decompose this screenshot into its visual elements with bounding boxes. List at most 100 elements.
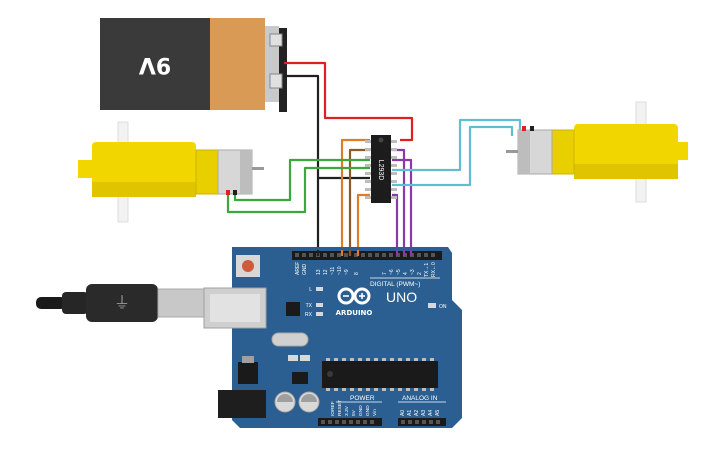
usb-plug-body [86, 284, 158, 322]
battery-terminal-plate [279, 28, 287, 112]
ic-body [371, 135, 391, 203]
led-tx [316, 303, 323, 307]
wire-battery-negative[interactable] [284, 74, 370, 180]
right-motor-can-band [518, 130, 530, 174]
pin-label: GND [302, 264, 308, 276]
wire-left-motor-a[interactable] [233, 158, 370, 202]
wire-right-motor-b[interactable] [392, 125, 514, 187]
left-motor-terminal-b [233, 190, 237, 195]
power-header [318, 418, 382, 426]
pin-label: RX←0 [431, 262, 437, 277]
right-gear-motor[interactable] [506, 101, 688, 203]
ic-pins-right [389, 140, 397, 199]
right-motor-gearbox-shade [574, 164, 678, 179]
wire-pin5[interactable] [392, 193, 399, 255]
wire-pin11[interactable] [340, 138, 370, 255]
pin-label: Vin [372, 409, 378, 416]
usb-b-socket-inner [210, 294, 260, 322]
pin-label: 2 [417, 272, 423, 275]
crystal-oscillator [271, 332, 309, 347]
left-gear-motor[interactable] [78, 121, 264, 223]
right-motor-housing [551, 129, 575, 175]
pin-label: RESET [337, 400, 343, 416]
battery-label: 9V [139, 52, 171, 77]
pin-label: ~6 [389, 269, 395, 275]
l293d-chip[interactable]: L293D [365, 135, 397, 203]
pin-label: A1 [407, 410, 413, 416]
right-motor-terminal-b [530, 126, 534, 131]
wire-right-motor-a[interactable] [392, 118, 522, 172]
left-motor-housing [195, 149, 219, 195]
ic-pins-left [365, 140, 373, 199]
arduino-logo [337, 287, 371, 305]
pin-label: 5V [351, 409, 357, 416]
pin-label: TX→1 [424, 263, 430, 277]
wire-pin9[interactable] [356, 193, 370, 255]
led-on [428, 303, 436, 308]
led-l [316, 287, 323, 291]
left-motor-terminal-a [226, 190, 230, 195]
battery-label-panel [210, 18, 265, 110]
usb-cable-cord [36, 297, 66, 309]
pin-label: ~3 [410, 269, 416, 275]
voltage-regulator-tab [242, 356, 254, 363]
battery-body [100, 18, 210, 110]
wire-left-motor-b[interactable] [226, 166, 370, 214]
pin-label: 4 [403, 272, 409, 275]
ic-label: L293D [377, 160, 384, 181]
pin-label: ~10 [337, 266, 343, 275]
pin-label: ~9 [344, 269, 350, 275]
led-on-label: ON [439, 304, 447, 310]
ic-notch [378, 137, 384, 143]
voltage-regulator [238, 362, 258, 384]
digital-label: DIGITAL (PWM~) [370, 281, 420, 288]
right-motor-terminal-a [522, 126, 526, 131]
pin-label: 8 [354, 272, 360, 275]
usb-interface-chip [286, 302, 300, 316]
smd-component [300, 355, 310, 361]
pin-label: A3 [421, 410, 427, 416]
led-l-label: L [309, 287, 312, 293]
led-rx [316, 312, 323, 316]
left-motor-shaft-end [78, 160, 94, 178]
usb-cable[interactable]: ⏚ [36, 284, 209, 322]
wire-pin10[interactable] [348, 148, 370, 255]
battery-9v[interactable]: 9V [100, 18, 287, 112]
pin-label: 12 [323, 269, 329, 275]
led-tx-label: TX [306, 303, 313, 309]
pin-label: 13 [316, 269, 322, 275]
pin-label: A2 [414, 410, 420, 416]
reset-button[interactable] [242, 260, 254, 272]
pin-label: A4 [428, 410, 434, 416]
pin-label: GND [365, 405, 371, 416]
pin-label: GND [358, 405, 364, 416]
digital-pin-labels: AREF GND 13 12 ~11 ~10 ~9 8 7 ~6 ~5 4 ~3… [295, 262, 437, 277]
pin-label: AREF [295, 262, 301, 275]
digital-header [292, 251, 442, 260]
usb-cable-strain-relief [62, 292, 88, 314]
pin-label: 3.3V [344, 405, 350, 416]
smd-component [288, 355, 298, 361]
power-pin-labels: IOREF RESET 3.3V 5V GND GND Vin [330, 400, 378, 416]
arduino-uno-board[interactable]: AREF GND 13 12 ~11 ~10 ~9 8 7 ~6 ~5 4 ~3… [203, 247, 462, 428]
usb-icon: ⏚ [114, 294, 130, 312]
pin-label: ~5 [396, 269, 402, 275]
left-motor-can-band [240, 150, 252, 194]
pin-label: A0 [400, 410, 406, 416]
wire-pin3[interactable] [392, 158, 413, 255]
dc-power-jack [218, 390, 266, 418]
wire-battery-positive[interactable] [284, 61, 414, 142]
status-leds: L TX RX [305, 287, 323, 318]
battery-terminal-positive [269, 33, 283, 47]
analog-pin-labels: A0 A1 A2 A3 A4 A5 [400, 410, 441, 416]
wire-pin-ends [316, 250, 413, 256]
analog-header [398, 418, 446, 426]
left-motor-spindle [252, 167, 264, 170]
arduino-model: UNO [386, 289, 417, 305]
capacitors [274, 391, 320, 413]
icsp-header [292, 372, 308, 384]
power-label: POWER [350, 395, 375, 402]
arduino-brand: ARDUINO [336, 309, 373, 317]
left-motor-gearbox-shade [92, 182, 196, 197]
